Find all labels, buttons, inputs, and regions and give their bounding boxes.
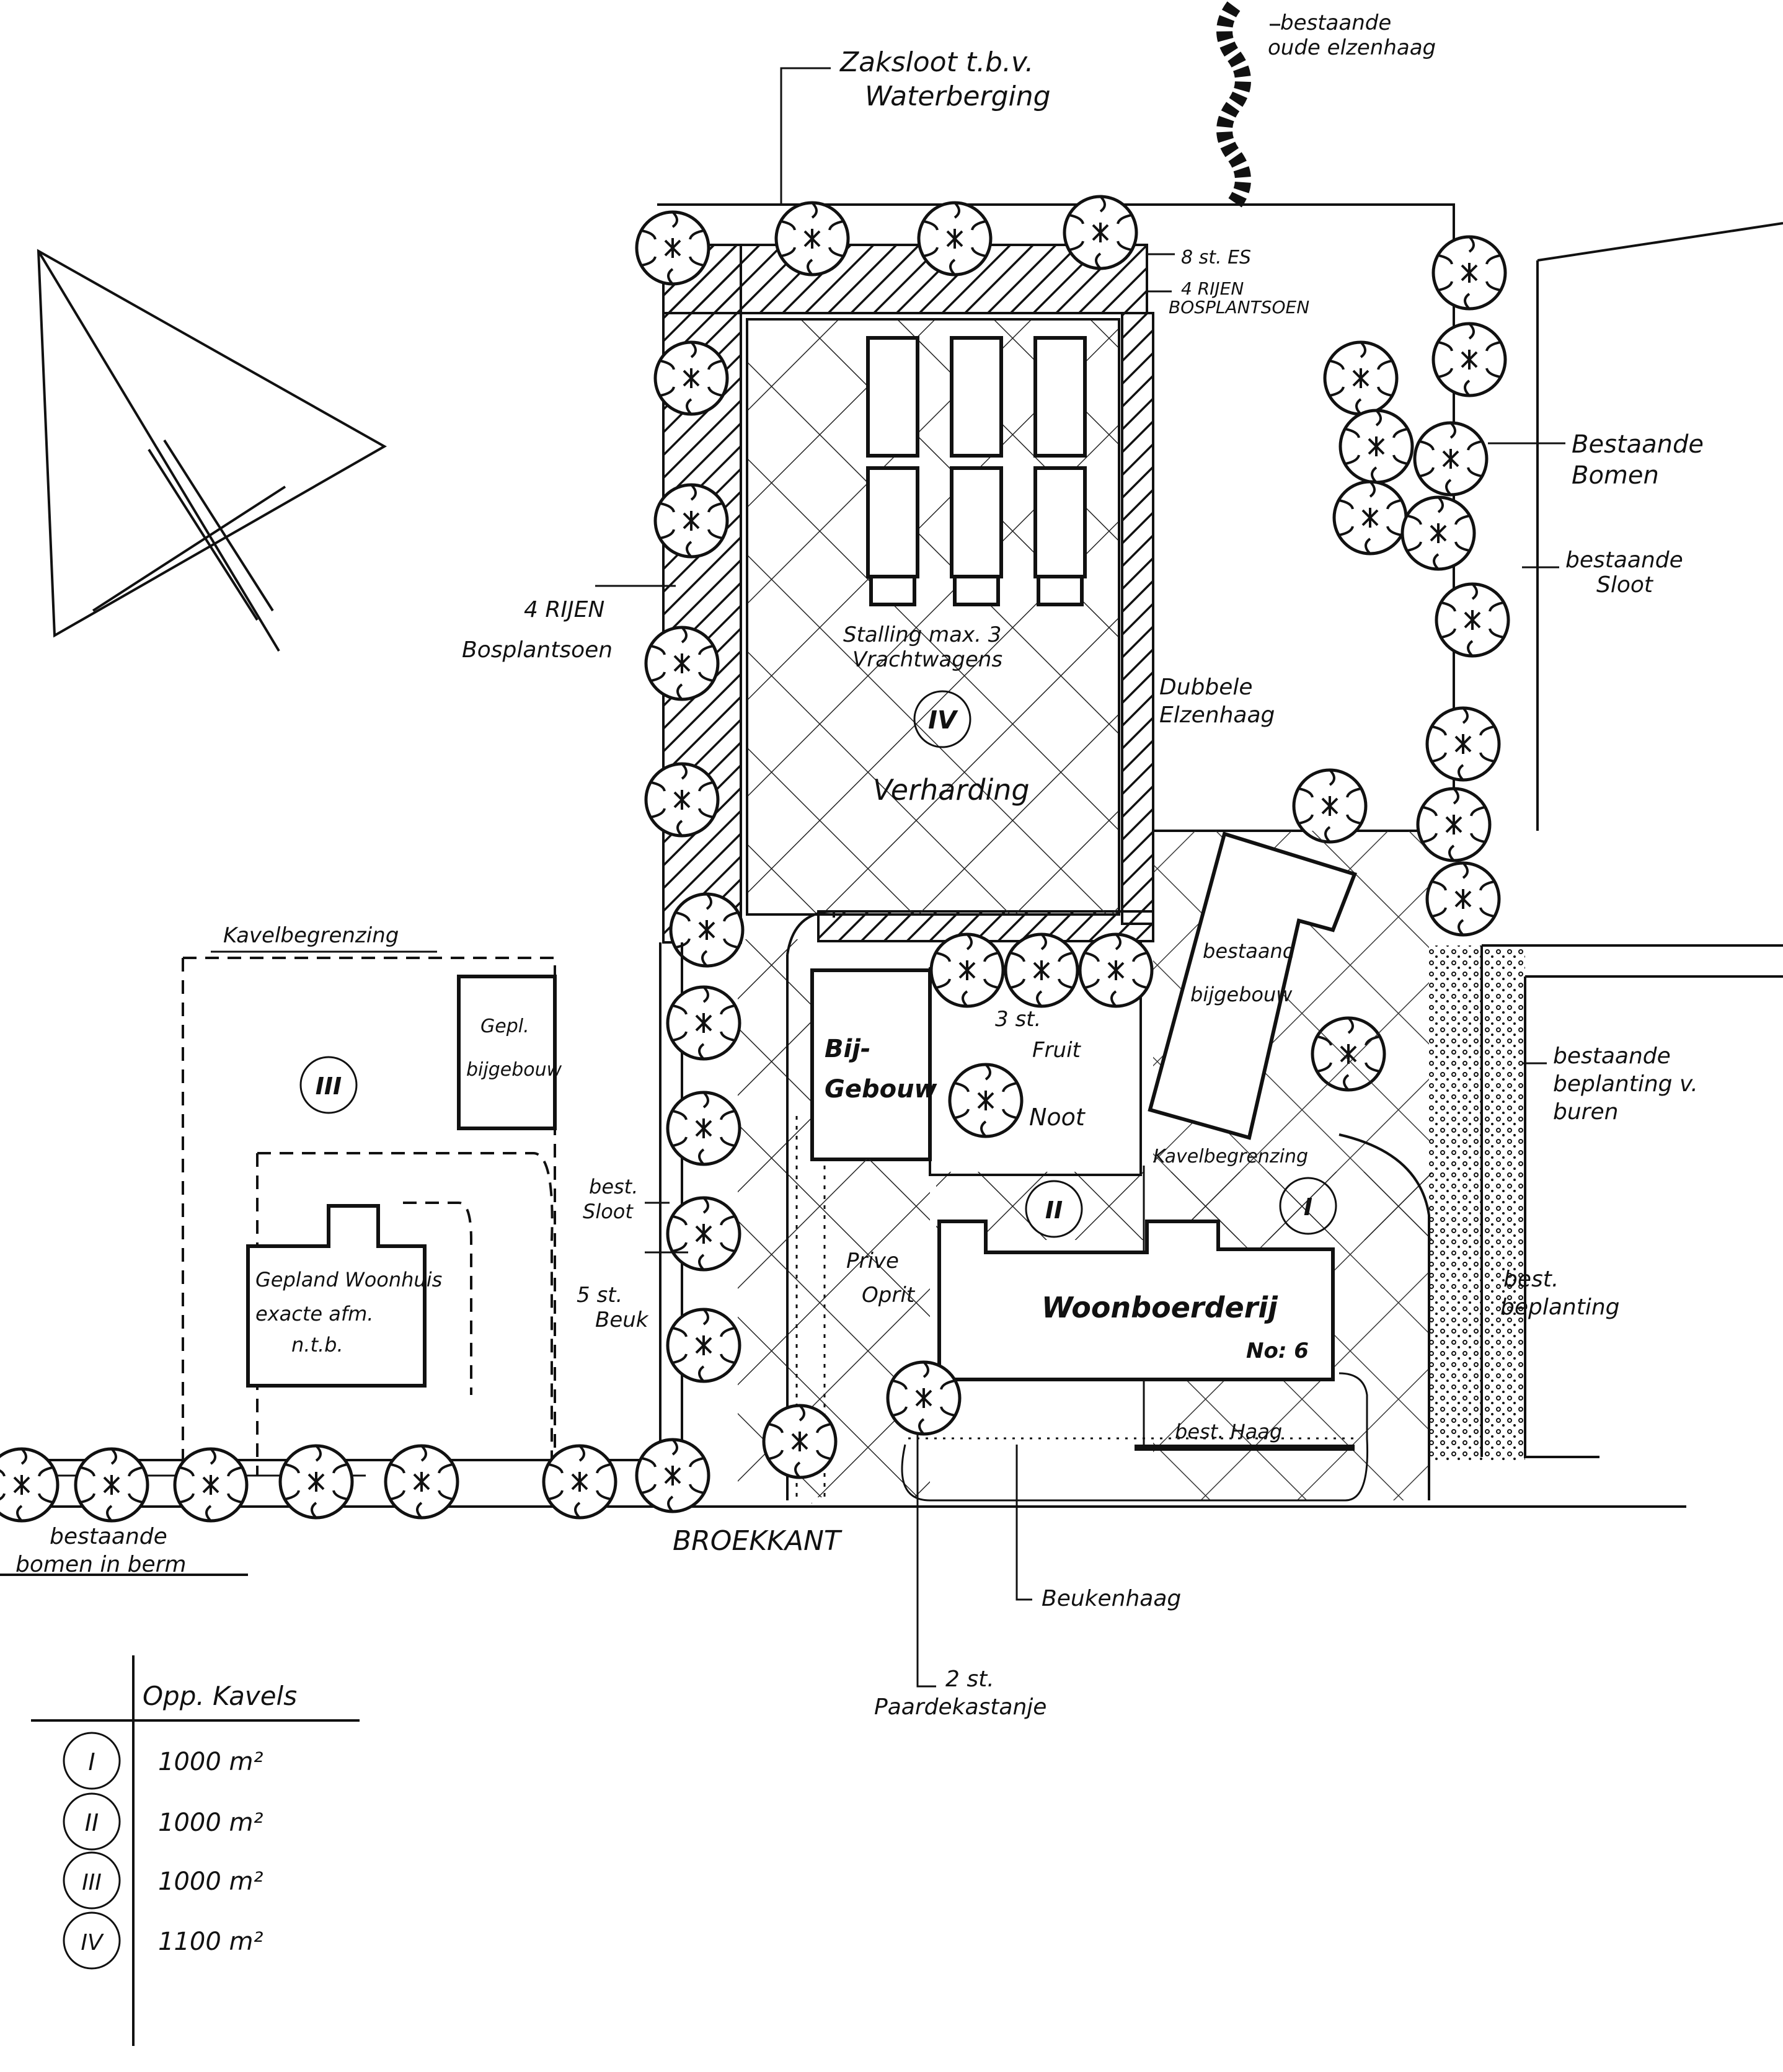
label-woonhuis: Gepland Woonhuis exacte afm. n.t.b. bbox=[255, 1268, 448, 1357]
label-best-beplanting: best. beplanting bbox=[1500, 1267, 1620, 1320]
gepland-woonhuis bbox=[246, 1204, 427, 1388]
svg-text:II: II bbox=[85, 1809, 99, 1836]
north-arrow-icon bbox=[37, 249, 387, 652]
svg-text:III: III bbox=[82, 1870, 102, 1895]
legend: Opp. Kavels I 1000 m² II 1000 m² III 100… bbox=[31, 1655, 360, 2046]
label-bestaand-bijgebouw: bestaand bijgebouw bbox=[1190, 939, 1301, 1006]
tree-icon bbox=[668, 987, 740, 1381]
label-dubbele: Dubbele Elzenhaag bbox=[1159, 675, 1275, 728]
kavel-marker-i bbox=[1279, 1177, 1337, 1235]
label-bomen: Bestaande Bomen bbox=[1572, 430, 1712, 490]
kavel-marker-iii-label: III bbox=[316, 1073, 342, 1100]
label-stalling: Stalling max. 3 Vrachtwagens bbox=[843, 622, 1008, 672]
kavel-marker-iv-label: IV bbox=[928, 706, 958, 735]
legend-row: III 1000 m² bbox=[63, 1851, 263, 1910]
label-sloot-right: bestaande Sloot bbox=[1565, 547, 1690, 598]
legend-row: II 1000 m² bbox=[63, 1792, 263, 1851]
label-kavel-left: Kavelbegrenzing bbox=[223, 923, 399, 948]
bijgebouw bbox=[810, 968, 932, 1161]
label-prive-oprit: Prive Oprit bbox=[846, 1249, 916, 1308]
label-kavel-mid: Kavelbegrenzing bbox=[1153, 1146, 1308, 1167]
label-bijgebouw: Bij- Gebouw bbox=[825, 1035, 938, 1104]
bestaand-bijgebouw bbox=[1148, 831, 1357, 1140]
label-woonboerderij: Woonboerderij bbox=[1042, 1291, 1278, 1324]
truck-bays bbox=[866, 336, 1087, 606]
kavel-marker-i-label: I bbox=[1304, 1193, 1312, 1221]
legend-row: I 1000 m² bbox=[63, 1732, 263, 1790]
label-bosplantsoen-left: 4 RIJEN Bosplantsoen bbox=[462, 597, 613, 663]
label-kastanje: 2 st. Paardekastanje bbox=[874, 1667, 1046, 1720]
label-beplanting-buren: bestaande beplanting v. buren bbox=[1553, 1043, 1705, 1125]
label-bomen-berm: bestaande bomen in berm bbox=[15, 1524, 186, 1577]
woonboerderij bbox=[937, 1220, 1335, 1381]
elzenhaag-symbol bbox=[1216, 1, 1251, 210]
label-verharding: Verharding bbox=[873, 773, 1030, 807]
label-zaksloot: Zaksloot t.b.v. Waterberging bbox=[839, 46, 1051, 112]
legend-title: Opp. Kavels bbox=[143, 1681, 297, 1711]
svg-text:1000 m²: 1000 m² bbox=[158, 1748, 263, 1776]
svg-text:1000 m²: 1000 m² bbox=[158, 1809, 263, 1837]
svg-text:I: I bbox=[88, 1748, 95, 1776]
label-noot: Noot bbox=[1029, 1104, 1086, 1131]
gepland-bijgebouw bbox=[457, 975, 557, 1130]
svg-text:1100 m²: 1100 m² bbox=[158, 1928, 263, 1956]
kavel-marker-ii-label: II bbox=[1045, 1197, 1063, 1224]
label-fruit: 3 st. Fruit bbox=[995, 1007, 1082, 1063]
svg-text:1000 m²: 1000 m² bbox=[158, 1867, 263, 1896]
legend-row: IV 1100 m² bbox=[63, 1911, 263, 1970]
label-es: 8 st. ES bbox=[1181, 247, 1251, 268]
label-bosplantsoen-top: 4 RIJEN BOSPLANTSOEN bbox=[1169, 278, 1309, 317]
label-beuk: 5 st. Beuk bbox=[577, 1283, 649, 1332]
bosplantsoen-top bbox=[662, 244, 1148, 314]
label-best-haag: best. Haag bbox=[1175, 1420, 1282, 1443]
kavel-marker-iv bbox=[913, 690, 971, 748]
street-name: BROEKKANT bbox=[673, 1525, 843, 1557]
kavel-marker-ii bbox=[1025, 1180, 1083, 1238]
label-elzenhaag: bestaande oude elzenhaag bbox=[1268, 11, 1436, 60]
label-best-sloot: best. Sloot bbox=[583, 1175, 645, 1223]
kavel-marker-iii bbox=[299, 1056, 358, 1114]
beplanting-buren bbox=[1429, 945, 1525, 1460]
label-beukenhaag: Beukenhaag bbox=[1042, 1586, 1181, 1611]
dubbele-elzenhaag-strip bbox=[1121, 312, 1154, 925]
label-nummer: No: 6 bbox=[1246, 1339, 1309, 1363]
svg-text:IV: IV bbox=[81, 1930, 104, 1955]
label-gepl-bijgebouw: Gepl. bijgebouw bbox=[466, 1016, 562, 1081]
